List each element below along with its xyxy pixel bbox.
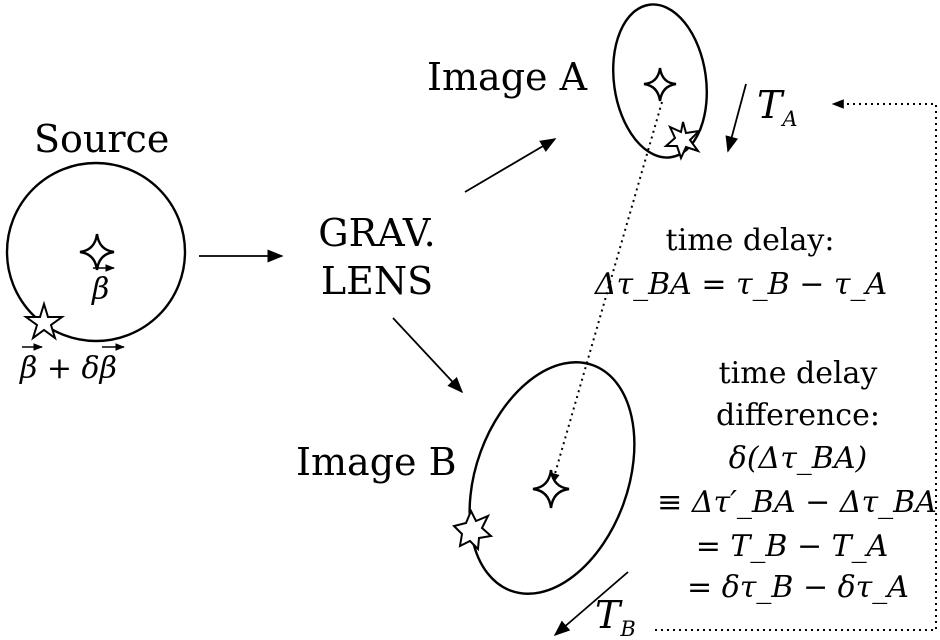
a-to-b-dotted-arrow bbox=[550, 101, 663, 486]
image-a-label: Image A bbox=[427, 55, 588, 99]
tb-to-ta-dotted-bracket bbox=[655, 99, 937, 631]
image-a-five-point-star-icon bbox=[663, 121, 702, 161]
difference-line-6: = δτ_B − δτ_A bbox=[687, 570, 909, 605]
lens-label: LENS bbox=[321, 259, 433, 303]
t-a-label: TA bbox=[757, 83, 798, 131]
four-point-star-icon bbox=[79, 233, 115, 271]
source-circle bbox=[5, 161, 187, 343]
difference-line-4: ≡ Δτ′_BA − Δτ_BA bbox=[657, 485, 937, 520]
image-a-four-point-star-icon bbox=[643, 67, 677, 102]
image-b-four-point-star-icon bbox=[532, 469, 570, 509]
time-delay-equation: Δτ_BA = τ_B − τ_A bbox=[594, 267, 887, 302]
t-b-sub: B bbox=[619, 617, 635, 640]
beta-plus-delta-label: β + δβ bbox=[19, 351, 117, 386]
beta-label: β bbox=[91, 272, 109, 307]
difference-line-3: δ(Δτ_BA) bbox=[729, 441, 867, 476]
source-label: Source bbox=[34, 117, 169, 161]
t-a-main: T bbox=[757, 83, 785, 127]
difference-line-5: = T_B − T_A bbox=[696, 529, 889, 564]
image-b-label: Image B bbox=[296, 440, 457, 484]
image-a-ellipse bbox=[612, 3, 708, 159]
image-b-ellipse bbox=[468, 361, 636, 595]
lens-to-image-b-arrow bbox=[392, 317, 464, 394]
t-b-main: T bbox=[595, 593, 623, 637]
t-b-arrow bbox=[553, 571, 629, 637]
image-b-five-point-star-icon bbox=[452, 508, 494, 552]
grav-label: GRAV. bbox=[318, 211, 435, 255]
difference-line-2: difference: bbox=[716, 398, 880, 433]
t-a-sub: A bbox=[780, 107, 797, 131]
t-a-arrow bbox=[725, 83, 747, 153]
lens-to-image-a-arrow bbox=[464, 138, 557, 193]
time-delay-heading: time delay: bbox=[666, 223, 835, 258]
five-point-star-icon bbox=[22, 300, 66, 341]
t-b-label: TB bbox=[595, 593, 636, 640]
difference-line-1: time delay bbox=[719, 356, 878, 391]
